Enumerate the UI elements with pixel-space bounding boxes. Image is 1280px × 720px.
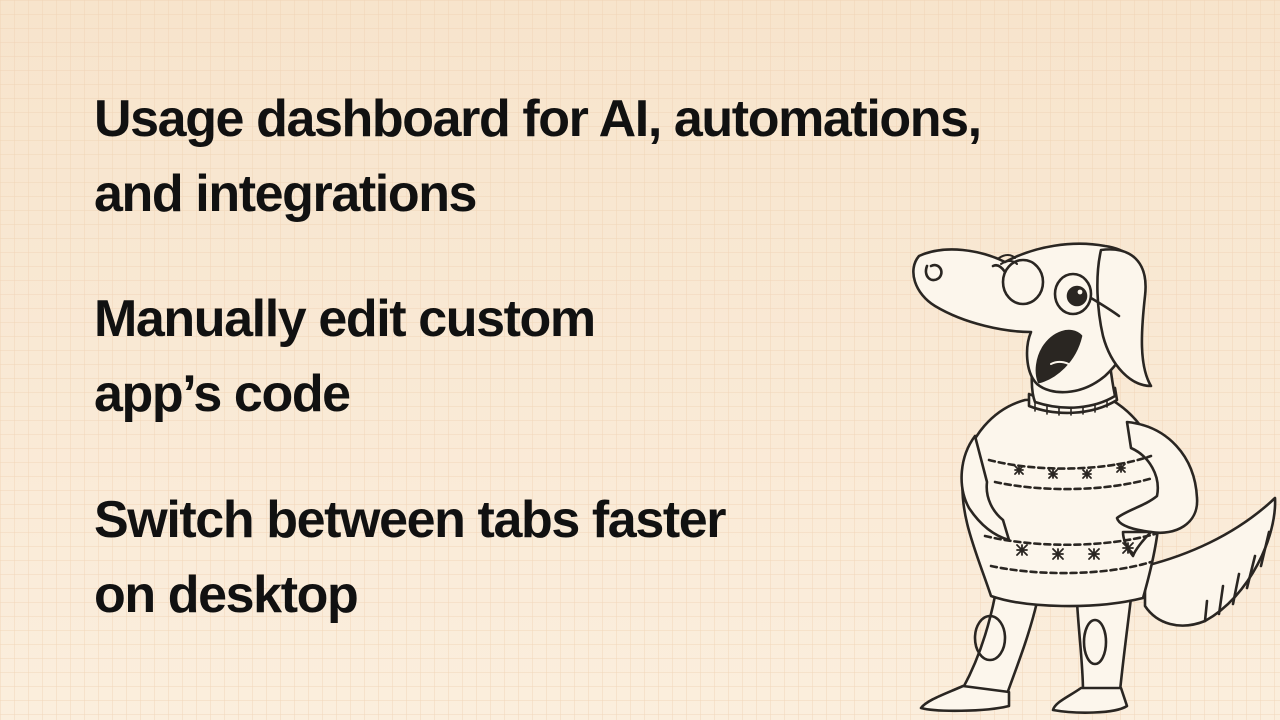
headline-switch-tabs: Switch between tabs faster on desktop <box>94 491 727 624</box>
headline-usage-dashboard: Usage dashboard for AI, automations, and… <box>94 90 982 223</box>
dog-mascot-icon <box>912 242 1277 714</box>
headline-edit-code: Manually edit custom app’s code <box>94 290 596 423</box>
